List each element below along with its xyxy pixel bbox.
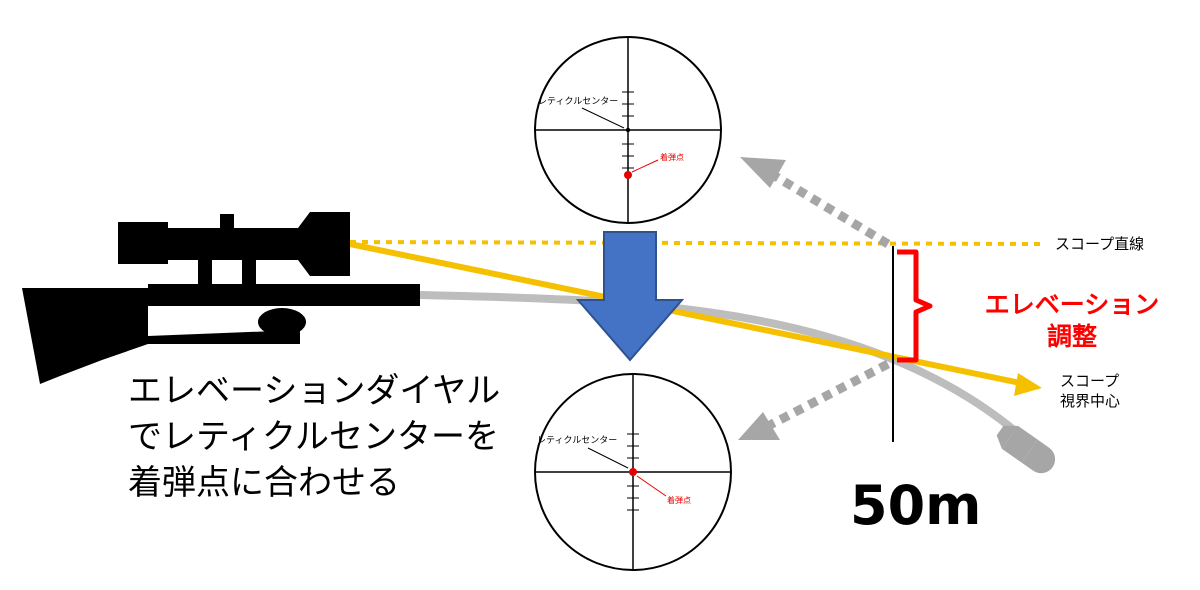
reticle-bottom-center-label: レティクルセンター bbox=[537, 436, 618, 446]
impact-point-top bbox=[624, 171, 632, 179]
caption-line3: 着弾点に合わせる bbox=[128, 463, 400, 503]
caption-line1: エレベーションダイヤル bbox=[128, 371, 501, 411]
bullet-icon bbox=[996, 425, 1056, 474]
reticle-top-center-label: レティクルセンター bbox=[538, 97, 619, 107]
scope-center-arrowhead bbox=[1014, 373, 1042, 396]
elevation-label-line1: エレベーション bbox=[984, 290, 1160, 319]
lower-dotted-arrow bbox=[767, 360, 891, 429]
impact-point-bottom bbox=[629, 468, 637, 476]
reticle-top bbox=[534, 36, 722, 224]
scope-center-label: スコープ 視界中心 bbox=[1060, 371, 1120, 411]
elevation-brace bbox=[897, 249, 933, 363]
upper-dotted-arrowhead bbox=[740, 157, 786, 188]
scope-center-line bbox=[349, 241, 1031, 388]
upper-dotted-arrow bbox=[772, 172, 891, 248]
reticle-bottom-impact-label: 着弾点 bbox=[667, 496, 691, 505]
scope-center-label-line1: スコープ bbox=[1060, 372, 1120, 390]
reticle-bottom bbox=[534, 373, 732, 571]
caption-line2: でレティクルセンターを bbox=[128, 417, 499, 457]
elevation-adjust-label: エレベーション 調整 bbox=[972, 289, 1172, 353]
scope-line-label: スコープ直線 bbox=[1055, 235, 1145, 253]
adjust-down-arrow bbox=[575, 231, 685, 362]
rifle-icon bbox=[22, 212, 420, 384]
scope-straight-line bbox=[349, 240, 1041, 246]
distance-label: 50m bbox=[850, 474, 982, 537]
bullet-trajectory bbox=[416, 291, 1024, 439]
instruction-caption: エレベーションダイヤル でレティクルセンターを 着弾点に合わせる bbox=[128, 368, 548, 506]
scope-center-label-line2: 視界中心 bbox=[1060, 392, 1121, 410]
lower-dotted-arrowhead bbox=[738, 412, 780, 440]
reticle-top-impact-label: 着弾点 bbox=[660, 153, 684, 162]
elevation-label-line2: 調整 bbox=[1046, 322, 1097, 351]
